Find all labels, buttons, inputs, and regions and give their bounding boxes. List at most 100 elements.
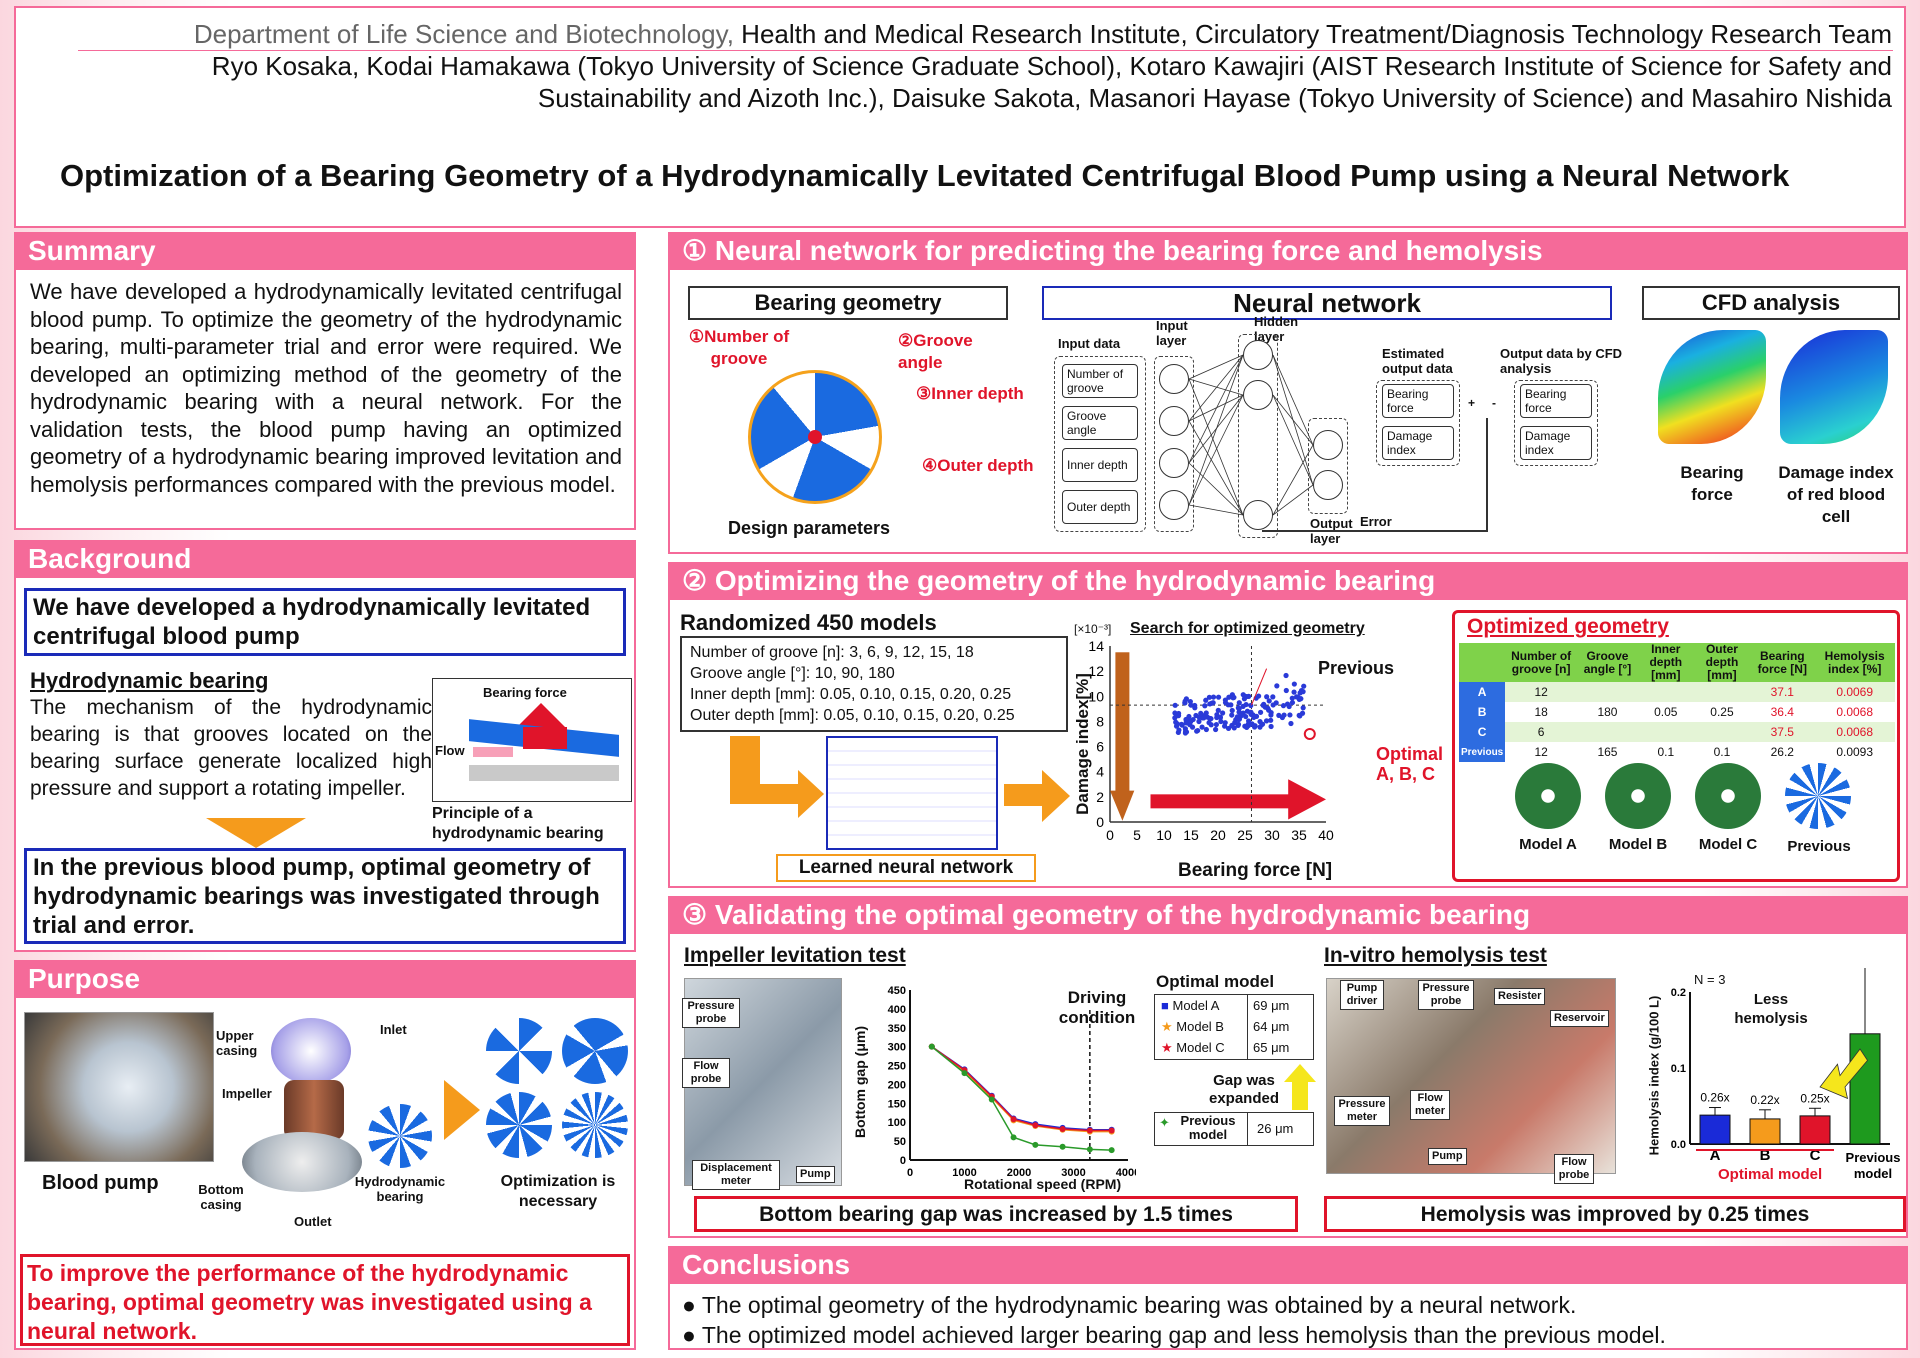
data-point [1172, 702, 1178, 708]
param-1: ①Number of groove [688, 327, 790, 368]
y-tick-label: 350 [888, 1023, 906, 1035]
x-tick-label: 15 [1183, 827, 1199, 843]
lev-xlabel: Rotational speed (RPM) [964, 1176, 1122, 1192]
series-point [928, 1043, 935, 1050]
yellow-up-arrow [1284, 1064, 1316, 1082]
table-cell: A [1459, 682, 1506, 702]
input-node [1159, 448, 1189, 478]
section2-panel: ② Optimizing the geometry of the hydrody… [668, 562, 1908, 888]
data-point [1266, 698, 1272, 704]
table-cell: 0.1 [1657, 745, 1675, 759]
hemolysis-result: Hemolysis was improved by 0.25 times [1324, 1196, 1906, 1232]
right-arrow-head [1288, 779, 1326, 820]
scatter-xlabel: Bearing force [N] [1178, 860, 1333, 881]
less-hemolysis-label: Less hemolysis [1734, 991, 1808, 1027]
model-b-label: Model B [1608, 836, 1668, 853]
series-point [1059, 1143, 1066, 1150]
optimized-geometry-box: Optimized geometry Number of groove [n] … [1452, 610, 1900, 882]
background-heading: Background [14, 540, 636, 578]
data-point [1283, 687, 1289, 694]
blood-pump-label: Blood pump [42, 1172, 159, 1194]
table-cell: 37.1 [1750, 682, 1815, 702]
legend-name: Model C [1176, 1040, 1225, 1055]
disk-center [808, 430, 822, 444]
estimated-output-group [1376, 380, 1460, 466]
x-tick-label: 20 [1210, 827, 1226, 843]
y-tick-label: 4 [1096, 764, 1104, 780]
outlet-label: Outlet [294, 1214, 332, 1229]
upper-casing-label: Upper casing [216, 1028, 258, 1058]
data-point [1253, 713, 1260, 719]
table-cell [1637, 682, 1694, 702]
search-title: Search for optimized geometry [1130, 620, 1365, 637]
data-point [1228, 702, 1234, 708]
data-point [1199, 724, 1205, 730]
error-plus: + [1468, 396, 1476, 410]
data-point [1172, 715, 1178, 721]
impeller-label: Impeller [222, 1086, 272, 1101]
hemo-photo-label: Reservoir [1550, 1010, 1609, 1027]
data-point [1213, 726, 1219, 733]
hydro-bearing-label: Hydrodynamic bearing [354, 1174, 446, 1204]
section1-heading: ① Neural network for predicting the bear… [668, 232, 1908, 270]
input-groove-angle: Groove angle [1062, 406, 1138, 440]
affiliation-dept: Department of Life Science and Biotechno… [193, 19, 734, 49]
x-tick-label: 2000 [1007, 1167, 1031, 1179]
data-point [1206, 720, 1212, 726]
y-tick-label: 450 [888, 985, 906, 997]
table-cell [1577, 682, 1638, 702]
table-cell [1577, 722, 1638, 742]
cfd-bearing-force: Bearing force [1520, 384, 1592, 418]
data-point [1210, 694, 1217, 700]
fig-caption: Principle of a hydrodynamic bearing [432, 805, 604, 842]
previous-disk [1785, 763, 1851, 829]
data-point [1182, 700, 1188, 706]
est-damage-index: Damage index [1382, 426, 1454, 460]
data-point [1276, 712, 1282, 718]
data-point [1226, 694, 1232, 700]
data-point [1213, 721, 1219, 728]
table-header [1459, 643, 1506, 682]
x-tick-label: 3000 [1061, 1167, 1085, 1179]
x-tick-label: 40 [1318, 827, 1334, 843]
summary-text: We have developed a hydrodynamically lev… [30, 279, 622, 497]
input-data-label: Input data [1058, 336, 1121, 351]
summary-heading: Summary [14, 232, 636, 270]
optimization-label: Optimization is necessary [500, 1173, 616, 1210]
upper-casing-shape [271, 1018, 351, 1084]
table-header: Outer depth [mm] [1693, 643, 1751, 682]
photo-label: Pump [796, 1166, 835, 1183]
data-point [1231, 725, 1237, 731]
data-point [1193, 712, 1199, 719]
x-tick-label: 0 [1106, 827, 1114, 843]
randomized-models-label: Randomized 450 models [680, 610, 937, 635]
bar-label: 0.22x [1750, 1093, 1779, 1107]
data-point [1192, 705, 1198, 711]
data-point [1291, 689, 1297, 695]
table-cell: 36.4 [1770, 705, 1794, 719]
series-point [1059, 1126, 1066, 1133]
data-point [1217, 714, 1223, 721]
series-line [931, 1046, 1112, 1132]
input-node [1159, 490, 1189, 520]
data-point [1229, 712, 1235, 718]
data-point [1229, 707, 1235, 714]
bearing-surface [469, 765, 619, 781]
data-point [1301, 683, 1307, 689]
legend-entry: ★ Model B [1161, 1019, 1224, 1035]
cfd-damage-index: Damage index [1520, 426, 1592, 460]
data-point [1286, 703, 1292, 710]
data-point [1194, 728, 1200, 734]
y-tick-label: 150 [888, 1098, 906, 1110]
y-tick-label: 50 [894, 1136, 906, 1148]
data-point [1187, 698, 1193, 705]
hidden-node [1243, 340, 1273, 370]
series-point [1086, 1146, 1093, 1153]
series-point [1108, 1147, 1115, 1154]
legend-marker: ■ [1161, 998, 1169, 1013]
model-a-label: Model A [1519, 836, 1577, 853]
data-point [1300, 705, 1306, 711]
background-box1: We have developed a hydrodynamically lev… [24, 588, 626, 656]
learned-nn-label: Learned neural network [776, 854, 1036, 882]
